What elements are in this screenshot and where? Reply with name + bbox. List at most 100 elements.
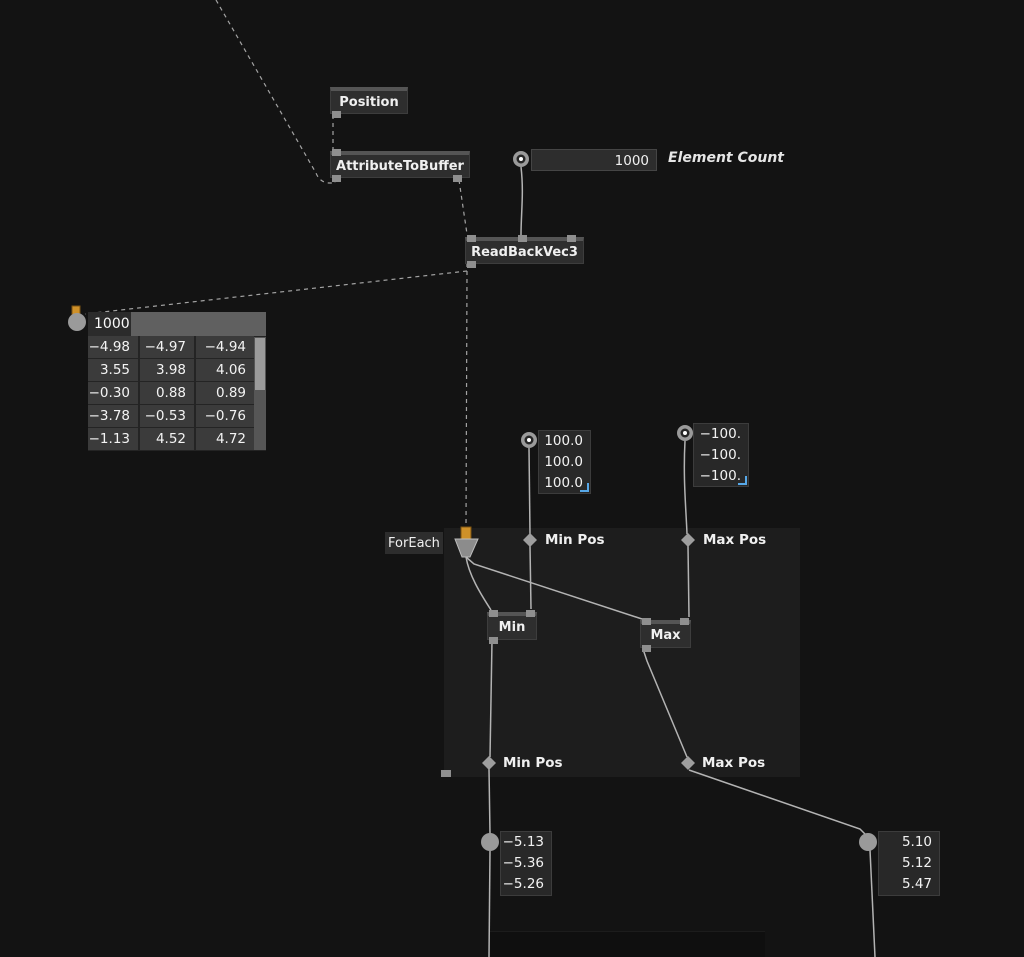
table-row: −3.78 −0.53 −0.76 [88, 405, 266, 427]
maxpos-probe-pad[interactable] [859, 833, 877, 851]
max-pos-input-box[interactable]: −100. −100. −100. [693, 423, 749, 487]
node-readback-vec3-label: ReadBackVec3 [471, 244, 578, 260]
attributetobuffer-input-pin[interactable] [332, 149, 341, 156]
foreach-link-pin-icon[interactable] [460, 526, 472, 541]
node-position[interactable]: Position [330, 87, 408, 118]
cell: −0.30 [88, 382, 140, 404]
node-foreach-label[interactable]: ForEach [385, 532, 443, 554]
buffer-preview-table[interactable]: 1000 −4.98 −4.97 −4.94 3.55 3.98 4.06 −0… [88, 312, 266, 451]
value-line: −5.26 [502, 876, 544, 892]
element-count-label: Element Count [668, 150, 784, 166]
wire-maxpos-out-down[interactable] [688, 769, 868, 837]
region-edge-pin[interactable] [441, 770, 451, 777]
readback-input-pin-left[interactable] [467, 235, 476, 242]
wire-min-to-minpos-out[interactable] [489, 640, 493, 758]
min-output-pin[interactable] [489, 637, 498, 644]
wire-minpos-out-bottom[interactable] [488, 850, 491, 957]
min-pos-input-box[interactable]: 100.0 100.0 100.0 [538, 430, 591, 494]
wire-offscreen-to-attributetobuffer[interactable] [215, 0, 336, 184]
minpos-bottom-diamond-pin[interactable] [482, 756, 496, 770]
cell: 4.72 [196, 428, 254, 450]
wire-foreach-to-max[interactable] [465, 556, 643, 620]
cell: −3.78 [88, 405, 140, 427]
position-output-pin[interactable] [332, 111, 341, 118]
value-line: −100. [699, 447, 741, 463]
max-pos-bottom-label: Max Pos [702, 755, 766, 771]
value-line: 100.0 [544, 454, 583, 470]
min-input-pin-left[interactable] [489, 610, 498, 617]
cell: 4.06 [196, 359, 254, 381]
readback-input-pin-right[interactable] [567, 235, 576, 242]
table-row: 3.55 3.98 4.06 [88, 359, 266, 381]
value-line: 100.0 [544, 475, 583, 491]
wire-maxpos-out-bottom[interactable] [869, 849, 876, 957]
node-min[interactable]: Min [487, 610, 537, 644]
table-output-pad[interactable] [68, 313, 86, 331]
value-line: 5.47 [901, 876, 932, 892]
wire-neg100-to-maxpos[interactable] [683, 440, 688, 535]
foreach-text: ForEach [388, 535, 440, 551]
maxpos-bottom-diamond-pin[interactable] [681, 756, 695, 770]
readback-output-pin[interactable] [467, 261, 476, 268]
min-pos-result-box: −5.13 −5.36 −5.26 [500, 831, 552, 896]
wire-elementcount-to-readback[interactable] [520, 166, 524, 236]
max-output-pin[interactable] [642, 645, 651, 652]
maxpos-input-pad[interactable] [677, 425, 693, 441]
cell: 3.55 [88, 359, 140, 381]
foreach-region[interactable] [444, 528, 800, 777]
cell: 4.52 [140, 428, 196, 450]
cell: −0.53 [140, 405, 196, 427]
wire-minpos-out-down[interactable] [488, 768, 491, 835]
cell: −0.76 [196, 405, 254, 427]
node-readback-vec3[interactable]: ReadBackVec3 [465, 235, 584, 268]
maxpos-top-diamond-pin[interactable] [681, 533, 695, 547]
attributetobuffer-output-pin-left[interactable] [332, 175, 341, 182]
value-line: 100.0 [544, 433, 583, 449]
element-count-input[interactable]: 1000 [531, 149, 657, 171]
node-max[interactable]: Max [640, 618, 691, 652]
value-line: 5.10 [901, 834, 932, 850]
table-row: −0.30 0.88 0.89 [88, 382, 266, 404]
readback-input-pin-center[interactable] [518, 235, 527, 242]
wire-maxpos-to-max[interactable] [687, 545, 690, 618]
foreach-funnel-icon[interactable] [454, 538, 479, 558]
value-line: 5.12 [901, 855, 932, 871]
node-attribute-to-buffer-label: AttributeToBuffer [336, 158, 464, 174]
max-input-pin-left[interactable] [642, 618, 651, 625]
min-pos-bottom-label: Min Pos [503, 755, 563, 771]
node-position-label: Position [339, 94, 399, 110]
minpos-probe-pad[interactable] [481, 833, 499, 851]
min-pos-top-label: Min Pos [545, 532, 605, 548]
table-row: −4.98 −4.97 −4.94 [88, 336, 266, 358]
node-attribute-to-buffer[interactable]: AttributeToBuffer [330, 149, 470, 182]
wire-minpos-to-min[interactable] [529, 545, 532, 610]
wire-max-to-maxpos-out[interactable] [642, 648, 688, 758]
minpos-top-diamond-pin[interactable] [523, 533, 537, 547]
wire-attributetobuffer-to-readback[interactable] [458, 179, 468, 235]
table-scrollbar[interactable] [254, 337, 266, 450]
value-line: −5.13 [502, 834, 544, 850]
table-count-cell: 1000 [88, 312, 131, 336]
cell: 3.98 [140, 359, 196, 381]
node-max-label: Max [650, 628, 681, 643]
wire-readback-to-foreach[interactable] [465, 270, 468, 529]
cell: 0.89 [196, 382, 254, 404]
bottom-edge-node[interactable] [490, 931, 765, 957]
table-header: 1000 [88, 312, 266, 336]
wire-readback-to-table[interactable] [84, 263, 468, 315]
max-input-pin-right[interactable] [680, 618, 689, 625]
wire-100-to-minpos[interactable] [528, 447, 531, 535]
table-scrollbar-thumb[interactable] [255, 338, 265, 390]
wire-foreach-to-min[interactable] [465, 556, 492, 611]
node-min-label: Min [498, 620, 526, 635]
max-pos-result-box: 5.10 5.12 5.47 [878, 831, 940, 896]
max-pos-top-label: Max Pos [703, 532, 767, 548]
cell: −4.97 [140, 336, 196, 358]
value-line: −5.36 [502, 855, 544, 871]
attributetobuffer-output-pin-right[interactable] [453, 175, 462, 182]
minpos-input-pad[interactable] [521, 432, 537, 448]
min-input-pin-right[interactable] [526, 610, 535, 617]
cell: 0.88 [140, 382, 196, 404]
elementcount-output-pad[interactable] [513, 151, 529, 167]
